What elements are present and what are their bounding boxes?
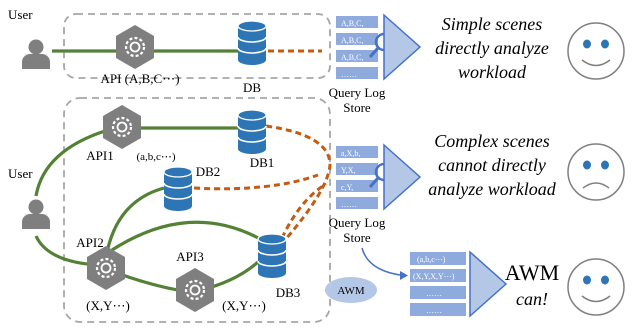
complex-store-label-1: Query Log	[329, 215, 386, 230]
smiley-face-icon	[567, 258, 625, 316]
sad-face-icon	[567, 143, 625, 201]
awm-log-entry: (a,b,c⋯)	[417, 255, 446, 264]
simple-db-label: DB	[243, 80, 261, 95]
complex-caption-2: cannot directly	[438, 155, 546, 175]
awm-log-store: (a,b,c⋯) (X,Y,X,Y⋯) …… ……	[410, 251, 507, 317]
simple-log-store: A,B,C, A,B,C, A,B,C, ……	[336, 14, 421, 80]
db3-label: DB3	[276, 285, 301, 300]
awm-badge	[325, 277, 377, 303]
api2-label: API2	[76, 235, 103, 250]
user-icon	[22, 39, 50, 69]
simple-caption-1: Simple scenes	[442, 14, 542, 34]
database-icon	[163, 166, 193, 212]
simple-api-label: API (A,B,C⋯)	[100, 71, 179, 86]
database-icon	[237, 109, 267, 155]
complex-arrow	[383, 144, 421, 210]
awm-flow-arrowhead	[400, 271, 408, 280]
complex-log-entry: a,X,b,	[341, 149, 360, 158]
user-icon	[22, 199, 50, 229]
simple-user-label: User	[8, 7, 33, 22]
gear-icon	[101, 103, 143, 151]
awm-log-entry: (X,Y,X,Y⋯)	[413, 272, 455, 281]
simple-log-entry: A,B,C,	[341, 19, 363, 28]
simple-log-entry: A,B,C,	[341, 36, 363, 45]
database-icon	[257, 233, 287, 279]
api1-label: API1	[86, 148, 113, 163]
awm-arrow	[469, 251, 507, 317]
complex-orange-links	[193, 124, 332, 241]
simple-caption-3: workload	[458, 62, 527, 82]
awm-log-entry: ……	[426, 289, 442, 298]
api3-label: API3	[176, 249, 203, 264]
gear-icon	[114, 23, 156, 71]
simple-store-label-2: Store	[343, 100, 371, 115]
db2-label: DB2	[196, 164, 221, 179]
complex-caption-1: Complex scenes	[434, 131, 549, 151]
awm-flow-arrow	[361, 247, 401, 276]
awm-caption-1: AWM	[505, 260, 559, 285]
complex-log-store: a,X,b, Y,X, c,Y, ……	[336, 144, 421, 210]
api2-params: (X,Y⋯)	[86, 298, 130, 313]
db1-label: DB1	[250, 155, 275, 170]
complex-log-entry: c,Y,	[341, 183, 353, 192]
simple-caption-2: directly analyze	[435, 38, 549, 58]
api3-params: (X,Y⋯)	[222, 298, 266, 313]
complex-log-entry: Y,X,	[341, 166, 356, 175]
awm-log-entry: ……	[426, 306, 442, 315]
database-icon	[237, 20, 267, 66]
simple-log-entry: A,B,C,	[341, 53, 363, 62]
complex-store-label-2: Store	[343, 230, 371, 245]
simple-store-label-1: Query Log	[329, 85, 386, 100]
complex-scene-box	[63, 97, 331, 323]
awm-caption-2: can!	[516, 289, 548, 309]
simple-scene-box	[63, 13, 331, 79]
awm-badge-label: AWM	[337, 285, 364, 297]
api1-params: (a,b,c⋯)	[136, 151, 175, 163]
smiley-face-icon	[567, 22, 625, 80]
complex-user-label: User	[8, 166, 33, 181]
simple-arrow	[383, 14, 421, 80]
complex-log-entry: ……	[341, 200, 357, 209]
simple-log-entry: ……	[341, 70, 357, 79]
gear-icon	[85, 244, 127, 292]
gear-icon	[174, 266, 216, 314]
complex-caption-3: analyze workload	[428, 179, 556, 199]
